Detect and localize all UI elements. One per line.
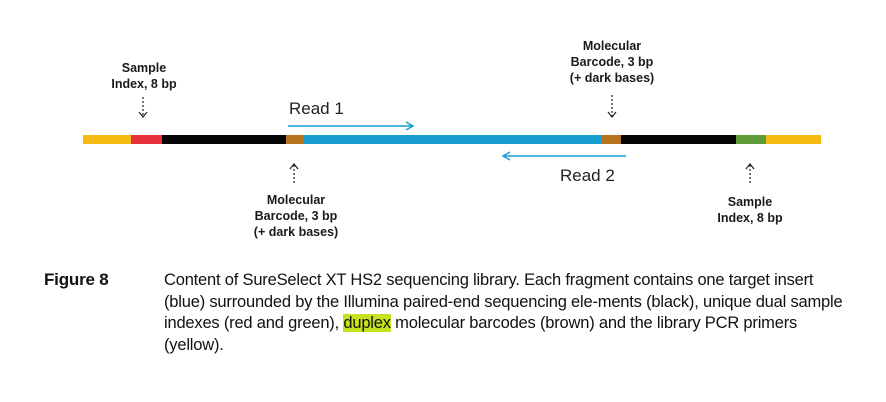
sample-index-left-label: Sample Index, 8 bp [96, 60, 192, 92]
molecular-barcode-right-segment [601, 135, 621, 144]
sample-index-right-segment [736, 135, 766, 144]
figure-label: Figure 8 [44, 270, 109, 289]
sample-index-right-label: Sample Index, 8 bp [702, 194, 798, 226]
illumina-element-left-segment [162, 135, 286, 144]
barcode-top-line-1: Molecular [582, 39, 642, 53]
caption-highlight: duplex [343, 314, 391, 332]
library-diagram-svg [83, 95, 821, 184]
sample-index-right-line-2: Index, 8 bp [717, 211, 783, 225]
read2-arrow [501, 151, 626, 161]
sample-index-left-line-2: Index, 8 bp [111, 77, 177, 91]
sample-index-left-line-1: Sample [121, 61, 167, 75]
molecular-barcode-left-segment [286, 135, 304, 144]
pcr-primer-left-segment [83, 135, 131, 144]
sample-index-right-pointer [745, 163, 755, 184]
caption-text-before: Content of SureSelect XT HS2 sequencing … [164, 271, 843, 332]
read1-arrow [288, 121, 415, 131]
illumina-element-right-segment [621, 135, 736, 144]
pcr-primer-right-segment [766, 135, 821, 144]
barcode-top-line-2: Barcode, 3 bp [570, 55, 654, 69]
barcode-top-label: Molecular Barcode, 3 bp (+ dark bases) [546, 38, 678, 86]
barcode-bottom-pointer [289, 163, 299, 184]
barcode-bottom-line-2: Barcode, 3 bp [254, 209, 338, 223]
barcode-top-pointer [607, 95, 617, 118]
library-diagram: Read 1 Read 2 Sample Index, 8 bp Molecul… [83, 38, 821, 240]
barcode-bottom-line-3: (+ dark bases) [253, 225, 339, 239]
read1-label: Read 1 [289, 99, 344, 118]
barcode-top-line-3: (+ dark bases) [569, 71, 655, 85]
sample-index-left-segment [131, 135, 162, 144]
barcode-bottom-line-1: Molecular [266, 193, 326, 207]
target-insert-segment [304, 135, 601, 144]
sample-index-left-pointer [138, 97, 148, 118]
barcode-bottom-label: Molecular Barcode, 3 bp (+ dark bases) [230, 192, 362, 240]
figure-caption: Content of SureSelect XT HS2 sequencing … [164, 270, 854, 356]
sample-index-right-line-1: Sample [727, 195, 773, 209]
caption-text-after: molecular barcodes (brown) and the libra… [164, 314, 798, 354]
read2-label: Read 2 [560, 166, 615, 185]
